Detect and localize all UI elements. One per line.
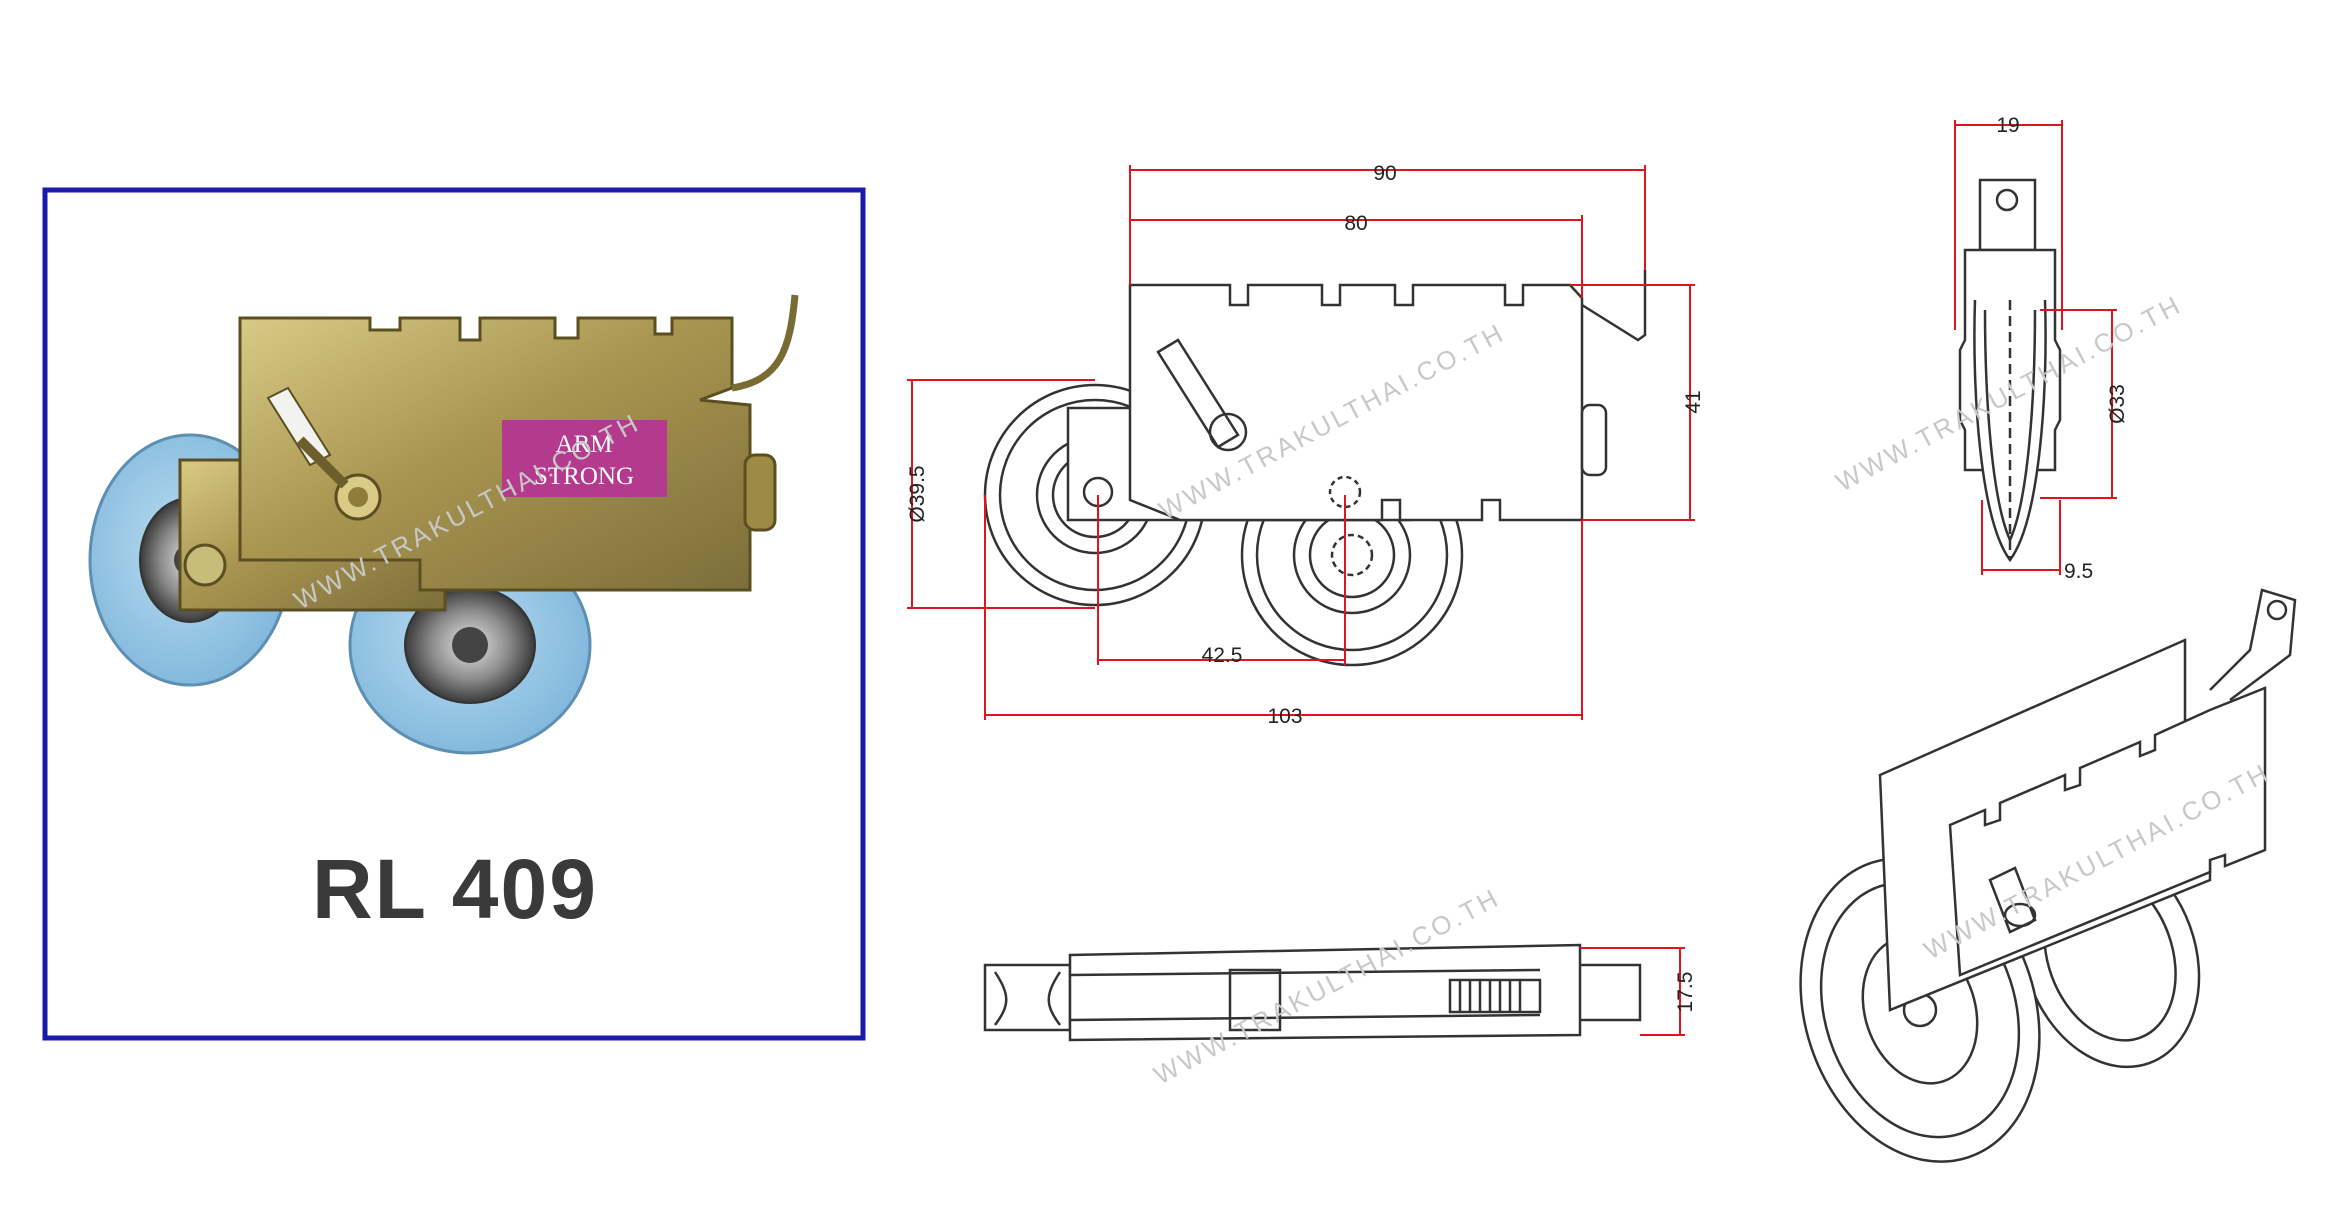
front-view-dimensions: [907, 165, 1695, 720]
side-view-drawing: [1958, 178, 2062, 563]
brand-label-line-2: STRONG: [534, 463, 634, 490]
side-view-dimension-labels: 19 Ø33 9.5: [1996, 114, 2129, 583]
dim-housing-width: 80: [1344, 212, 1367, 235]
dim-bottom-height: 17.5: [1674, 972, 1697, 1013]
brand-label: [502, 420, 667, 497]
bottom-view-drawing: [983, 943, 1642, 1042]
dim-total-length: 103: [1267, 705, 1302, 728]
bottom-view-dimensions: [1580, 947, 1685, 1036]
front-view-drawing: [983, 270, 1647, 667]
front-view-dimension-labels: 90 80 41 Ø39.5 42.5 103: [906, 162, 1705, 728]
roller-photo: ARM STRONG: [88, 294, 799, 755]
dim-wheel-thickness: 9.5: [2064, 560, 2093, 583]
brand-label-line-1: ARM: [556, 431, 613, 458]
side-view-dimensions: [1954, 120, 2117, 575]
product-photo-panel: ARM STRONG WWW.TRAKULTHAI.CO.TH RL 409: [42, 187, 866, 1041]
dim-overall-width: 90: [1373, 162, 1396, 185]
dim-wheel-diameter: Ø39.5: [906, 465, 929, 522]
isometric-view-drawing: [1799, 588, 2297, 1163]
dim-side-wheel-diameter: Ø33: [2106, 384, 2129, 424]
dim-height: 41: [1682, 390, 1705, 413]
dim-side-width: 19: [1996, 114, 2019, 137]
dim-wheel-spacing: 42.5: [1202, 644, 1243, 667]
model-number: RL 409: [312, 842, 598, 936]
